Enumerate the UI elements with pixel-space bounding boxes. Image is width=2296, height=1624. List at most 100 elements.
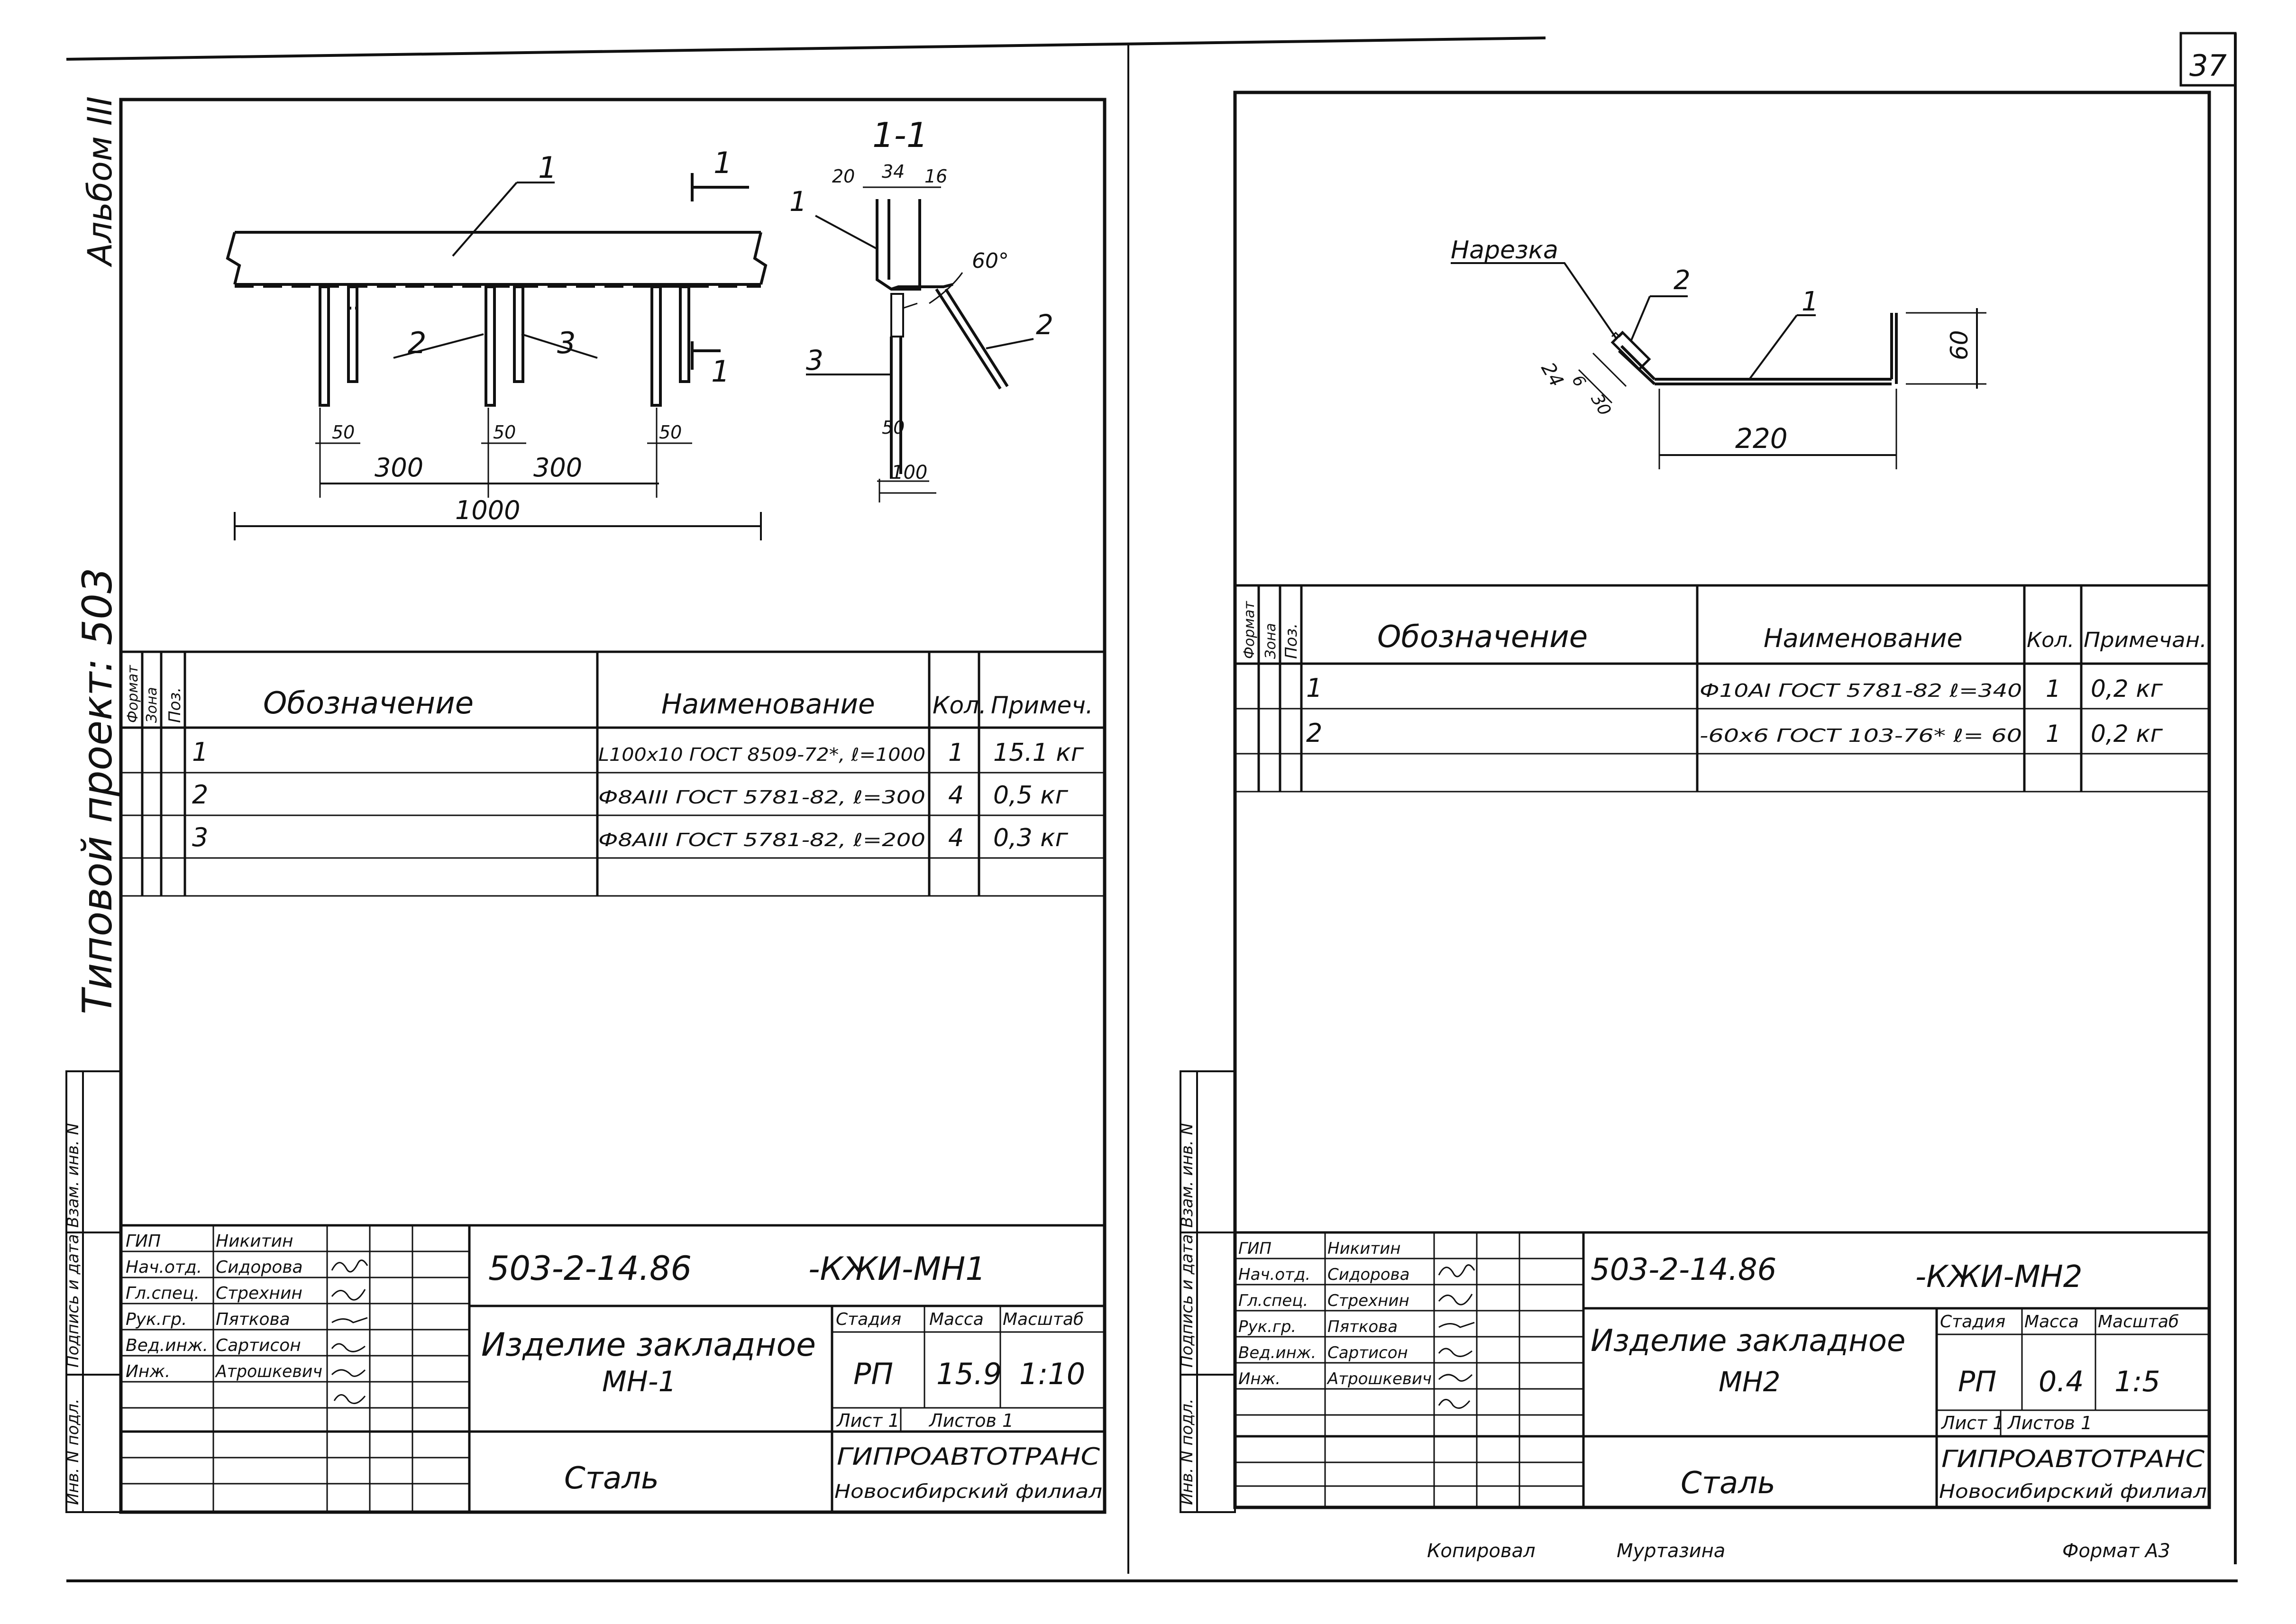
spec2-row-2-note: 0,2 кг [2091,720,2163,748]
inv-label: Инв. N подл. [64,1398,82,1505]
stamp2-scale: 1:5 [2114,1365,2160,1398]
dim-30: 30 [1587,391,1614,419]
spec2-row-2-qty: 1 [2046,720,2061,748]
spec2-row-1-name: Ф10АI ГОСТ 5781-82 ℓ=340 [1700,680,2022,701]
stamp2-role-1: ГИП [1238,1239,1271,1258]
sheet-2-spec-table [1235,584,2209,793]
spec2-row-1-pos: 1 [1306,673,1322,703]
spec2-h-zone: Зона [1262,623,1279,659]
spec2-row-2-pos: 2 [1306,718,1322,748]
spec-row-2-qty: 4 [948,781,964,810]
mn2-view [1451,262,1986,469]
stamp2-code: 503-2-14.86 [1591,1252,1776,1287]
sheet2-callout-1: 1 [1802,286,1819,317]
sheet-2-title-block [1235,1231,2209,1507]
stamp1-name-6: Атрошкевич [215,1362,322,1381]
spec-row-1-note: 15.1 кг [993,739,1084,767]
stamp1-mark: -КЖИ-МН1 [808,1250,986,1288]
spec-h-format: Формат [125,665,141,723]
stamp2-material: Сталь [1681,1466,1775,1501]
callout-3: 3 [557,326,576,360]
dim-16: 16 [924,166,947,187]
dim-50-b: 50 [493,422,516,443]
stamp1-role-4: Рук.гр. [126,1310,187,1329]
spec-row-3-qty: 4 [948,824,964,852]
stamp2-org-1: ГИПРОАВТОТРАНС [1941,1445,2205,1473]
dim-50-a: 50 [332,422,355,443]
spec-h-pos: Поз. [165,687,184,723]
spec-row-3-pos: 3 [192,822,208,852]
stamp1-role-1: ГИП [126,1232,161,1251]
sheet-2: Инв. N подл. Подпись и дата Взам. инв. N [1178,91,2211,1513]
stamp1-code: 503-2-14.86 [488,1249,692,1288]
dim-60: 60 [1946,330,1973,360]
section-label: 1-1 [872,115,928,155]
stamp2-role-3: Гл.спец. [1238,1291,1308,1310]
stamp1-name-1: Никитин [216,1232,293,1251]
sheet-1-title-block [121,1224,1105,1512]
dim-20: 20 [832,166,855,187]
spec2-h-designation: Обозначение [1377,620,1588,655]
dim-50-section: 50 [882,417,905,438]
stamp1-title-2: МН-1 [602,1365,677,1398]
spec-row-3-name: Ф8АIII ГОСТ 5781-82, ℓ=200 [598,830,925,850]
dim-300-b: 300 [533,453,582,483]
spec-row-2-pos: 2 [192,780,208,810]
stamp1-name-4: Пяткова [216,1310,290,1329]
stamp1-mass-label: Масса [929,1310,984,1329]
dim-100: 100 [891,462,927,484]
stamp1-title-1: Изделие закладное [481,1326,816,1364]
sheet-2-signatures [1438,1264,1475,1409]
cut-marker-bottom: 1 [711,354,730,389]
spec-h-qty: Кол. [933,692,987,719]
stamp1-material: Сталь [564,1461,659,1496]
stamp1-sheet: Лист 1 [836,1410,900,1431]
project-label: Типовой проект: 503 [74,567,121,1014]
stamp2-title-2: МН2 [1719,1366,1781,1398]
stamp2-mark: -КЖИ-МН2 [1915,1259,2083,1295]
spec-row-1-name: L100x10 ГОСТ 8509-72*, ℓ=1000 [598,744,925,765]
dim-300-a: 300 [375,453,423,483]
spec-row-2-name: Ф8АIII ГОСТ 5781-82, ℓ=300 [598,787,925,808]
sign-date-label: Подпись и дата [64,1234,82,1368]
section-callout-2: 2 [1036,309,1053,341]
callout-1: 1 [538,150,557,185]
stamp2-mass: 0.4 [2039,1365,2084,1398]
cut-marker-top: 1 [713,146,732,180]
stamp2-name-5: Сартисон [1327,1343,1408,1362]
stamp1-stage: РП [853,1357,893,1391]
stamp1-name-5: Сартисон [216,1336,301,1355]
stamp1-stage-label: Стадия [836,1310,901,1329]
dim-6: 6 [1568,372,1589,391]
stamp1-name-3: Стрехнин [216,1284,302,1303]
sheet-1: Инв. N подл. Подпись и дата Взам. инв. N [64,98,1107,1514]
stamp2-role-2: Нач.отд. [1238,1265,1310,1284]
stamp1-org-2: Новосибирский филиал [834,1481,1102,1503]
stamp2-mass-label: Масса [2024,1312,2079,1332]
stamp2-stage: РП [1958,1365,1996,1398]
spec2-h-name: Наименование [1764,623,1963,653]
page-frame [66,32,2238,1582]
stamp1-name-2: Сидорова [216,1258,303,1277]
album-label: Альбом III [81,96,119,267]
sheet2-callout-2: 2 [1674,265,1691,296]
spec-row-1-qty: 1 [948,739,964,767]
spec-h-designation: Обозначение [263,686,474,721]
cut-label: Нарезка [1451,236,1558,265]
callout-2: 2 [408,326,426,360]
spec2-row-1-qty: 1 [2046,675,2061,703]
spec2-h-note: Примечан. [2084,628,2207,652]
spec-h-name: Наименование [661,688,875,720]
sheet-1-signatures [331,1259,368,1405]
stamp2-role-5: Вед.инж. [1238,1343,1316,1362]
stamp1-role-3: Гл.спец. [126,1284,200,1303]
stamp2-org-2: Новосибирский филиал [1939,1481,2207,1503]
dim-60-deg: 60° [972,249,1009,273]
sheet-1-side-stamp [65,1070,122,1513]
stamp2-name-3: Стрехнин [1327,1291,1409,1310]
spec-row-3-note: 0,3 кг [993,824,1069,852]
stamp1-role-5: Вед.инж. [126,1336,208,1355]
stamp2-name-2: Сидорова [1327,1265,1409,1284]
dim-220: 220 [1735,422,1788,455]
